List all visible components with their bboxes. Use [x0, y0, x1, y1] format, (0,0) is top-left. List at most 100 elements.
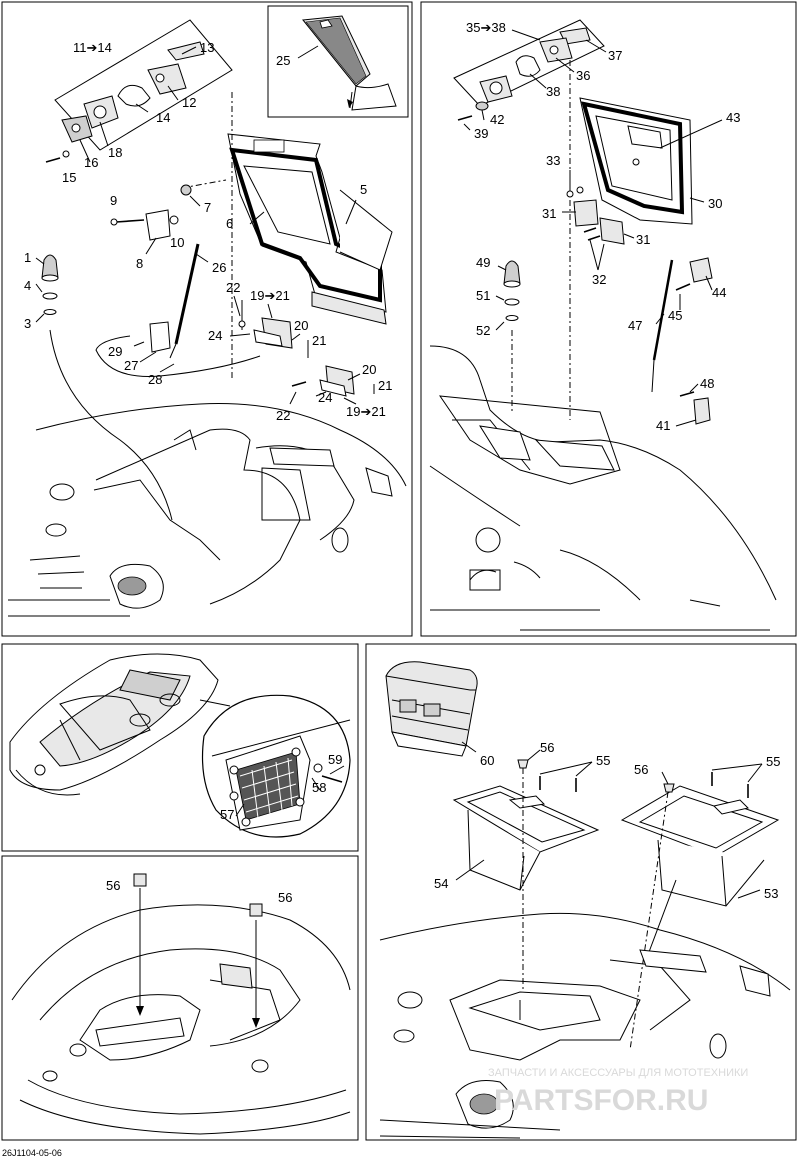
- callout-12: 12: [182, 95, 196, 110]
- callout-56-c: 56: [540, 740, 554, 755]
- callout-28: 28: [148, 372, 162, 387]
- callout-4: 4: [24, 278, 31, 293]
- callout-60: 60: [480, 753, 494, 768]
- boat-hull-top-right: [429, 345, 777, 631]
- callout-18: 18: [108, 145, 122, 160]
- callout-36: 36: [576, 68, 590, 83]
- panel-frame-bottom-right: [365, 643, 797, 1141]
- callout-51: 51: [476, 288, 490, 303]
- callout-26: 26: [212, 260, 226, 275]
- panel-frame-top-left: [1, 1, 413, 637]
- bumper-1-4-3: [41, 254, 59, 315]
- callout-39: 39: [474, 126, 488, 141]
- storage-bin-54: [452, 785, 600, 891]
- callout-49: 49: [476, 255, 490, 270]
- callout-56-b: 56: [278, 890, 292, 905]
- leader-lines-top-left: [35, 45, 375, 405]
- callout-21-a: 21: [312, 333, 326, 348]
- gas-spring-47: [651, 257, 713, 425]
- callout-16: 16: [84, 155, 98, 170]
- callout-20-b: 20: [362, 362, 376, 377]
- callout-10: 10: [170, 235, 184, 250]
- callout-41: 41: [656, 418, 670, 433]
- callout-38: 38: [546, 84, 560, 99]
- callout-54: 54: [434, 876, 448, 891]
- bottom-left-assembly: 56 56: [10, 873, 351, 1135]
- callout-27: 27: [124, 358, 138, 373]
- callout-30: 30: [708, 196, 722, 211]
- callout-8: 8: [136, 256, 143, 271]
- boat-hull-bottom-right: [379, 912, 791, 1139]
- callout-31-b: 31: [636, 232, 650, 247]
- callout-21-b: 21: [378, 378, 392, 393]
- storage-bin-53: [620, 785, 780, 907]
- panel-frame-top-right: [420, 1, 797, 637]
- callout-52: 52: [476, 323, 490, 338]
- callout-53: 53: [764, 886, 778, 901]
- leader-lines-bottom-right: [455, 741, 763, 899]
- callout-11-14: 11➔14: [73, 40, 112, 55]
- callout-45: 45: [668, 308, 682, 323]
- callout-7: 7: [204, 200, 211, 215]
- gas-spring-26: [169, 243, 200, 359]
- callout-32: 32: [592, 272, 606, 287]
- glovebox-lid-30: [579, 97, 693, 225]
- callout-19-21-b: 19➔21: [346, 404, 386, 419]
- latch-parts-11-18: [45, 19, 233, 163]
- mesh-net-57: [239, 757, 299, 819]
- callout-44: 44: [712, 285, 726, 300]
- callout-22-a: 22: [226, 280, 240, 295]
- bottom-right-assembly: 60 56 55 56 55 54 53 ЗАПЧАСТИ И АКСЕССУА…: [379, 661, 791, 1139]
- leader-lines-top-right: [463, 29, 723, 427]
- callout-55-b: 55: [766, 754, 780, 769]
- callout-33: 33: [546, 153, 560, 168]
- panel-frame-mid-left: [1, 643, 359, 852]
- watermark-line2: PARTSFOR.RU: [494, 1084, 708, 1117]
- callout-13: 13: [200, 40, 214, 55]
- boat-hull-top-left: [8, 329, 407, 617]
- callout-14: 14: [156, 110, 170, 125]
- hinges-31: [566, 186, 625, 245]
- callout-20-a: 20: [294, 318, 308, 333]
- boat-overview: [9, 653, 231, 796]
- callout-6: 6: [226, 216, 233, 231]
- glovebox-lid-5: [227, 133, 393, 325]
- callout-59: 59: [328, 752, 342, 767]
- callout-24-a: 24: [208, 328, 222, 343]
- callout-3: 3: [24, 316, 31, 331]
- callout-24-b: 24: [318, 390, 332, 405]
- callout-15: 15: [62, 170, 76, 185]
- screws-55-56: [517, 759, 749, 1051]
- callout-35-38: 35➔38: [466, 20, 506, 35]
- inset-box-25: [267, 5, 409, 118]
- panel-frame-bottom-left: [1, 855, 359, 1141]
- callout-57: 57: [220, 807, 234, 822]
- callout-37: 37: [608, 48, 622, 63]
- callout-42: 42: [490, 112, 504, 127]
- callout-1: 1: [24, 250, 31, 265]
- top-left-assembly: 11➔14 13 12 14 18 16 15 25 5 9 7 6 8 10 …: [8, 5, 409, 617]
- callout-9: 9: [110, 193, 117, 208]
- callout-48: 48: [700, 376, 714, 391]
- callout-55-a: 55: [596, 753, 610, 768]
- part-25-lid-inset: [302, 15, 397, 111]
- top-right-assembly: 35➔38 37 36 38 42 39 43 33 30 31 31 32 4…: [429, 19, 777, 631]
- watermark-line1: ЗАПЧАСТИ И АКСЕССУАРЫ ДЛЯ МОТОТЕХНИКИ: [488, 1067, 748, 1079]
- callout-43: 43: [726, 110, 740, 125]
- callout-29: 29: [108, 344, 122, 359]
- cooler-60: [385, 661, 478, 757]
- callout-58: 58: [312, 780, 326, 795]
- mid-left-assembly: 59 58 57: [9, 653, 351, 838]
- hinge-brackets-20: [149, 300, 355, 397]
- callout-19-21-a: 19➔21: [250, 288, 290, 303]
- callout-47: 47: [628, 318, 642, 333]
- zoom-circle: [201, 694, 351, 838]
- callout-25: 25: [276, 53, 290, 68]
- callout-56-a: 56: [106, 878, 120, 893]
- latch-parts-35-38: [453, 19, 605, 121]
- callout-31-a: 31: [542, 206, 556, 221]
- hinge-bracket-8: [110, 184, 192, 241]
- diagram-code: 26J1104-05-06: [2, 1148, 62, 1158]
- callout-56-d: 56: [634, 762, 648, 777]
